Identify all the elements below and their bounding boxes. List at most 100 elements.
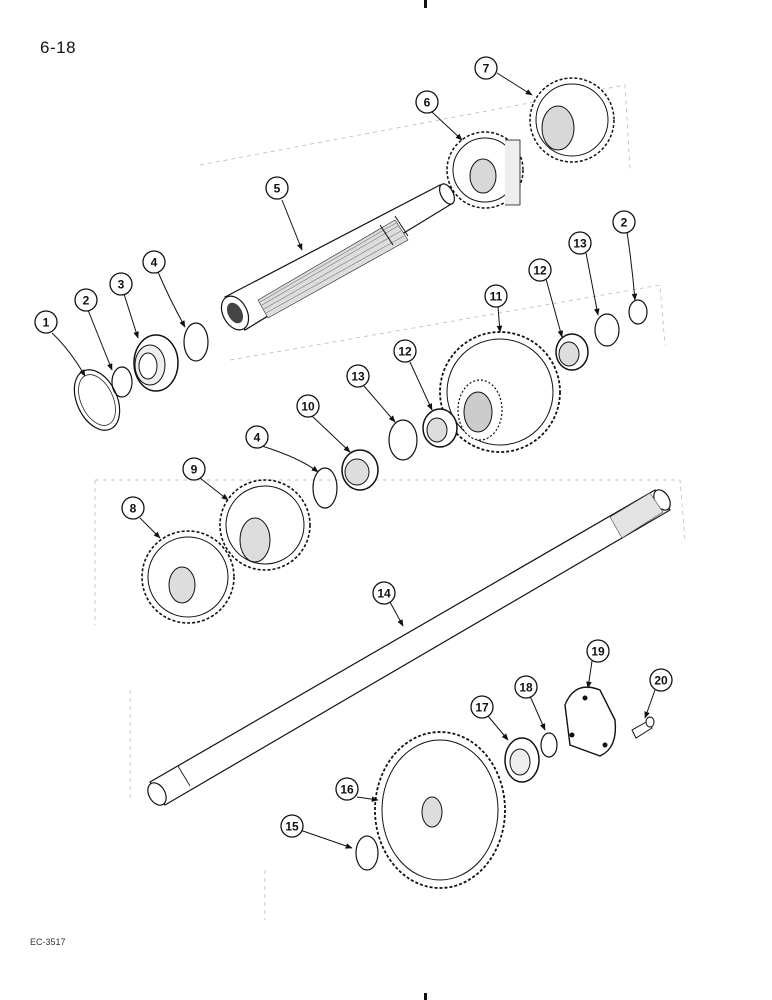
callout-circle [182,457,206,481]
part-9-gear [219,479,311,571]
callout-c4b: 4 [245,425,269,449]
callout-circle [612,210,636,234]
callout-number: 15 [285,820,299,834]
callout-circle [109,272,133,296]
part-8-gear [141,530,235,624]
part-7-gear [529,77,615,163]
callout-c10: 10 [296,394,320,418]
callout-circle [265,176,289,200]
callout-number: 10 [301,400,315,414]
callout-c8: 8 [121,496,145,520]
callout-c13a: 13 [568,231,592,255]
part-14-long-shaft [147,489,671,806]
callout-c4a: 4 [142,250,166,274]
callout-number: 8 [130,502,137,516]
callout-circle [245,425,269,449]
callout-number: 2 [621,216,628,230]
callout-circle [296,394,320,418]
part-16-gear [374,731,506,889]
callout-number: 19 [591,645,605,659]
callout-circle [372,581,396,605]
callout-circle [34,310,58,334]
callout-number: 2 [83,294,90,308]
part-2-snap-ring [111,366,133,398]
part-13-washer-left [388,419,418,461]
callout-circle [142,250,166,274]
part-3-bearing [133,334,179,392]
callout-circle [528,258,552,282]
callout-number: 12 [398,345,412,359]
callout-c11: 11 [484,284,508,308]
callout-number: 9 [191,463,198,477]
callout-c6: 6 [415,90,439,114]
callout-number: 5 [274,182,281,196]
callout-c13b: 13 [346,364,370,388]
callout-c7: 7 [474,56,498,80]
callout-number: 6 [424,96,431,110]
callout-number: 17 [475,701,489,715]
assembly-outline-upper [199,84,666,361]
callout-number: 18 [519,681,533,695]
callout-c2a: 2 [74,288,98,312]
callout-c16: 16 [335,777,359,801]
callout-number: 13 [351,370,365,384]
crop-mark-bottom [424,993,427,1000]
part-10-bushing [341,449,379,491]
part-12-bushing-right [555,333,589,371]
part-13-washer-right [594,313,620,347]
part-19-retainer-plate [564,686,617,757]
callout-circle [415,90,439,114]
callout-c12a: 12 [528,258,552,282]
callout-circle [649,668,673,692]
callout-c3: 3 [109,272,133,296]
part-2-snap-ring-right [628,299,648,325]
callout-circle [514,675,538,699]
callout-number: 3 [118,278,125,292]
callout-circle [74,288,98,312]
callout-number: 14 [377,587,391,601]
part-17-bearing [504,737,540,783]
callout-circle [393,339,417,363]
part-4-ring-upper [183,322,209,362]
part-1-circlip [73,369,121,431]
callout-circle [121,496,145,520]
callout-c12b: 12 [393,339,417,363]
part-20-bolt [631,716,655,739]
part-15-circlip [355,835,379,871]
callout-c2b: 2 [612,210,636,234]
callout-circle [586,639,610,663]
page-number: 6-18 [40,38,77,57]
callout-c17: 17 [470,695,494,719]
callout-number: 4 [151,256,158,270]
callout-number: 13 [573,237,587,251]
callout-number: 7 [483,62,490,76]
callout-number: 16 [340,783,354,797]
callout-number: 1 [43,316,50,330]
part-11-gear [439,331,561,453]
part-5-shaft [220,183,455,331]
callout-number: 12 [533,264,547,278]
callout-c19: 19 [586,639,610,663]
callout-circle [484,284,508,308]
part-12-bushing-left [422,408,458,448]
callout-circle [474,56,498,80]
callout-c14: 14 [372,581,396,605]
callout-c15: 15 [280,814,304,838]
callout-c1: 1 [34,310,58,334]
leader-lines [51,72,656,849]
callout-circle [335,777,359,801]
callout-number: 20 [654,674,668,688]
part-4-ring-lower [312,467,338,509]
callout-c9: 9 [182,457,206,481]
assembly-outline-lower [94,479,686,920]
callout-circle [470,695,494,719]
part-18-snap-ring [540,732,558,758]
drawing-code: EC-3517 [30,937,66,947]
crop-mark-top [424,0,427,8]
callout-circle [346,364,370,388]
callout-circle [568,231,592,255]
callout-c5: 5 [265,176,289,200]
